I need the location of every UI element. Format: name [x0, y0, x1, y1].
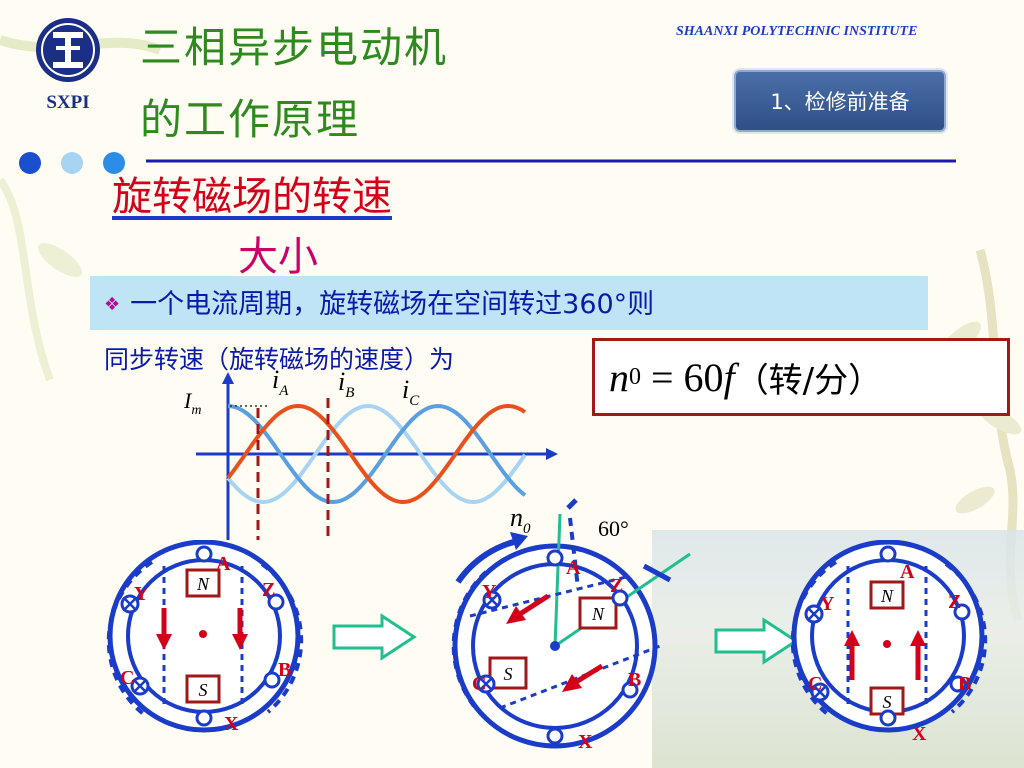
label-n0: n0	[510, 503, 531, 537]
svg-text:C: C	[472, 673, 486, 695]
svg-text:B: B	[628, 669, 641, 691]
sync-speed-text: 同步转速（旋转磁场的速度）为	[104, 345, 455, 374]
stator-diagram-left: N S A Z B X C Y	[106, 540, 304, 735]
formula-n: n	[609, 354, 629, 400]
topic-part2: 转速	[312, 174, 392, 220]
institute-name: SHAANXI POLYTECHNIC INSTITUTE	[676, 24, 918, 39]
svg-text:Z: Z	[948, 591, 961, 613]
svg-text:Y: Y	[482, 581, 497, 603]
section-button[interactable]: 1、检修前准备	[734, 70, 946, 132]
x-axis-arrow	[546, 448, 558, 460]
bullet-line: ❖ 一个电流周期，旋转磁场在空间转过360°则	[104, 282, 654, 321]
formula-f: f	[723, 354, 735, 400]
dot-light	[61, 152, 83, 174]
svg-text:Z: Z	[262, 579, 275, 601]
svg-text:S: S	[199, 680, 208, 700]
svg-text:A: A	[216, 553, 231, 575]
page-title-line1: 三相异步电动机	[140, 23, 449, 72]
bullet-icon: ❖	[104, 294, 121, 315]
svg-text:S: S	[504, 664, 513, 684]
bullet-text: 一个电流周期，旋转磁场在空间转过360°则	[130, 289, 655, 320]
svg-text:S: S	[883, 692, 892, 712]
angle-label: 60°	[598, 516, 629, 541]
stator-diagram-middle: n0 60° N S A Z B X C Y	[451, 498, 691, 753]
svg-text:A: A	[566, 557, 581, 579]
svg-text:N: N	[591, 604, 605, 624]
current-waveform: Im iA iB iC	[183, 368, 558, 540]
svg-text:X: X	[224, 713, 239, 735]
transition-arrow-1	[332, 613, 417, 661]
topic-part1: 旋转磁场的	[112, 174, 312, 220]
svg-text:B: B	[958, 673, 971, 695]
dot-dark	[19, 152, 41, 174]
svg-text:C: C	[808, 673, 822, 695]
formula-unit: （转/分）	[734, 360, 883, 401]
formula-eq: = 60	[641, 354, 724, 400]
transition-arrow-2	[714, 617, 799, 665]
y-axis-arrow	[222, 372, 234, 384]
svg-text:N: N	[880, 586, 894, 606]
wave-iC	[226, 403, 527, 505]
label-Im: Im	[183, 388, 201, 418]
svg-text:X: X	[912, 723, 927, 740]
svg-text:X: X	[578, 731, 593, 753]
dot-mid	[103, 152, 125, 174]
svg-text:B: B	[278, 659, 291, 681]
subtopic-heading: 大小	[238, 234, 318, 280]
label-iC: iC	[402, 375, 420, 409]
label-iA: iA	[272, 368, 289, 399]
logo-text: SXPI	[46, 92, 89, 112]
page-title-line2: 的工作原理	[140, 95, 361, 144]
sxpi-logo: SXPI	[36, 18, 100, 112]
wave-iB	[226, 403, 527, 505]
svg-text:Y: Y	[820, 593, 835, 615]
label-iB: iB	[338, 368, 354, 401]
formula-sub: 0	[629, 363, 641, 390]
svg-text:C: C	[120, 667, 134, 689]
svg-text:Z: Z	[610, 575, 623, 597]
wave-iA	[227, 403, 527, 505]
stator-diagram-right: N S A Z B X C Y	[790, 540, 988, 740]
svg-text:A: A	[900, 561, 915, 583]
svg-text:N: N	[196, 574, 210, 594]
topic-heading: 旋转磁场的转速	[112, 164, 392, 222]
svg-text:Y: Y	[134, 583, 149, 605]
bullet-highlight	[90, 276, 928, 330]
header-divider	[19, 152, 956, 174]
